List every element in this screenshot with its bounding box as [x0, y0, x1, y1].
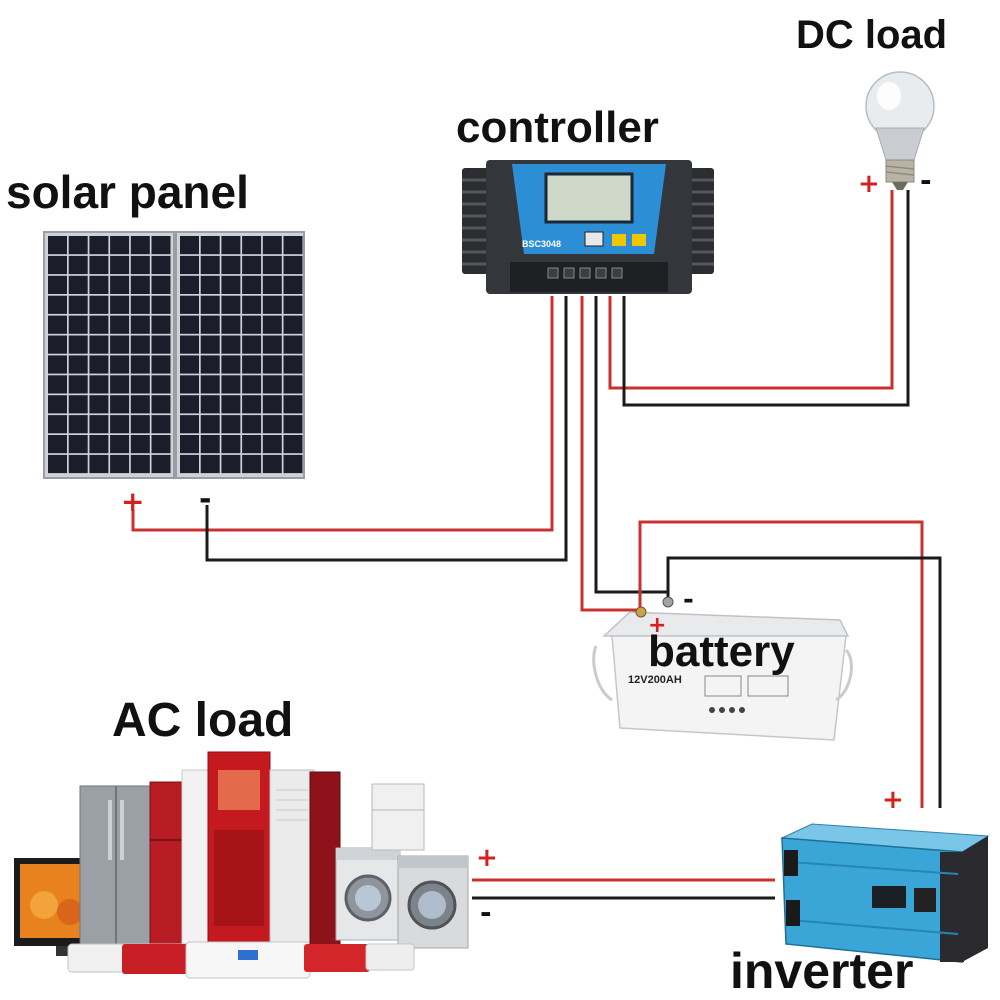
label-controller: controller	[456, 103, 659, 152]
dcload-plus-mark: +	[858, 169, 880, 199]
inverter-fins	[789, 861, 959, 935]
wire-inverter-positive	[638, 520, 924, 808]
wiring	[131, 190, 942, 900]
wire-inverter-negative	[666, 556, 942, 808]
battery-minus-mark: -	[683, 585, 694, 615]
solar-cells-right	[180, 236, 303, 474]
appliance-fridge-darkred	[309, 771, 341, 949]
controller-buttons	[547, 267, 623, 279]
label-inverter: inverter	[730, 943, 913, 999]
acload-minus-mark: -	[480, 896, 492, 929]
wire-battery-negative	[594, 296, 670, 598]
label-battery: battery	[648, 627, 795, 676]
polarity-marks: + - + - + - + + -	[121, 164, 932, 929]
appliance-minifridge	[371, 783, 425, 851]
appliance-washer-1	[335, 847, 401, 941]
solar-minus-mark: -	[199, 482, 211, 517]
dc-load-bulb	[865, 71, 935, 190]
label-solar-panel: solar panel	[6, 166, 249, 218]
charge-controller: BSC3048	[462, 160, 714, 294]
wire-battery-positive	[580, 296, 640, 612]
dcload-minus-mark: -	[920, 164, 932, 197]
wire-dcload-negative	[622, 190, 910, 407]
wire-dcload-positive	[608, 190, 894, 390]
controller-model-text: BSC3048	[522, 239, 561, 249]
controller-heatsink-fins	[462, 178, 714, 266]
appliance-tower-ac-white	[269, 769, 315, 949]
wire-solar-negative	[205, 296, 568, 562]
inverter-unit	[780, 823, 990, 963]
acload-plus-mark: +	[476, 843, 498, 873]
appliance-split-ac-2	[122, 944, 188, 974]
component-labels: solar panel controller DC load battery A…	[6, 13, 947, 999]
battery-model-text: 12V200AH	[628, 674, 682, 686]
appliance-split-ac-5	[365, 943, 415, 971]
label-dc-load: DC load	[796, 13, 947, 57]
ac-load-appliances	[14, 751, 469, 979]
appliance-washer-2	[397, 855, 469, 949]
label-ac-load: AC load	[112, 694, 293, 747]
solar-plus-mark: +	[121, 485, 144, 518]
inverter-plus-mark: +	[882, 785, 904, 815]
solar-cells-left	[48, 236, 171, 474]
solar-panel-array	[43, 231, 305, 479]
wire-solar-positive	[131, 296, 554, 532]
appliance-split-ac-4	[304, 944, 370, 972]
controller-screen	[544, 172, 634, 224]
battery-unit: 12V200AH	[592, 596, 853, 741]
battery-plus-mark: +	[648, 613, 666, 638]
